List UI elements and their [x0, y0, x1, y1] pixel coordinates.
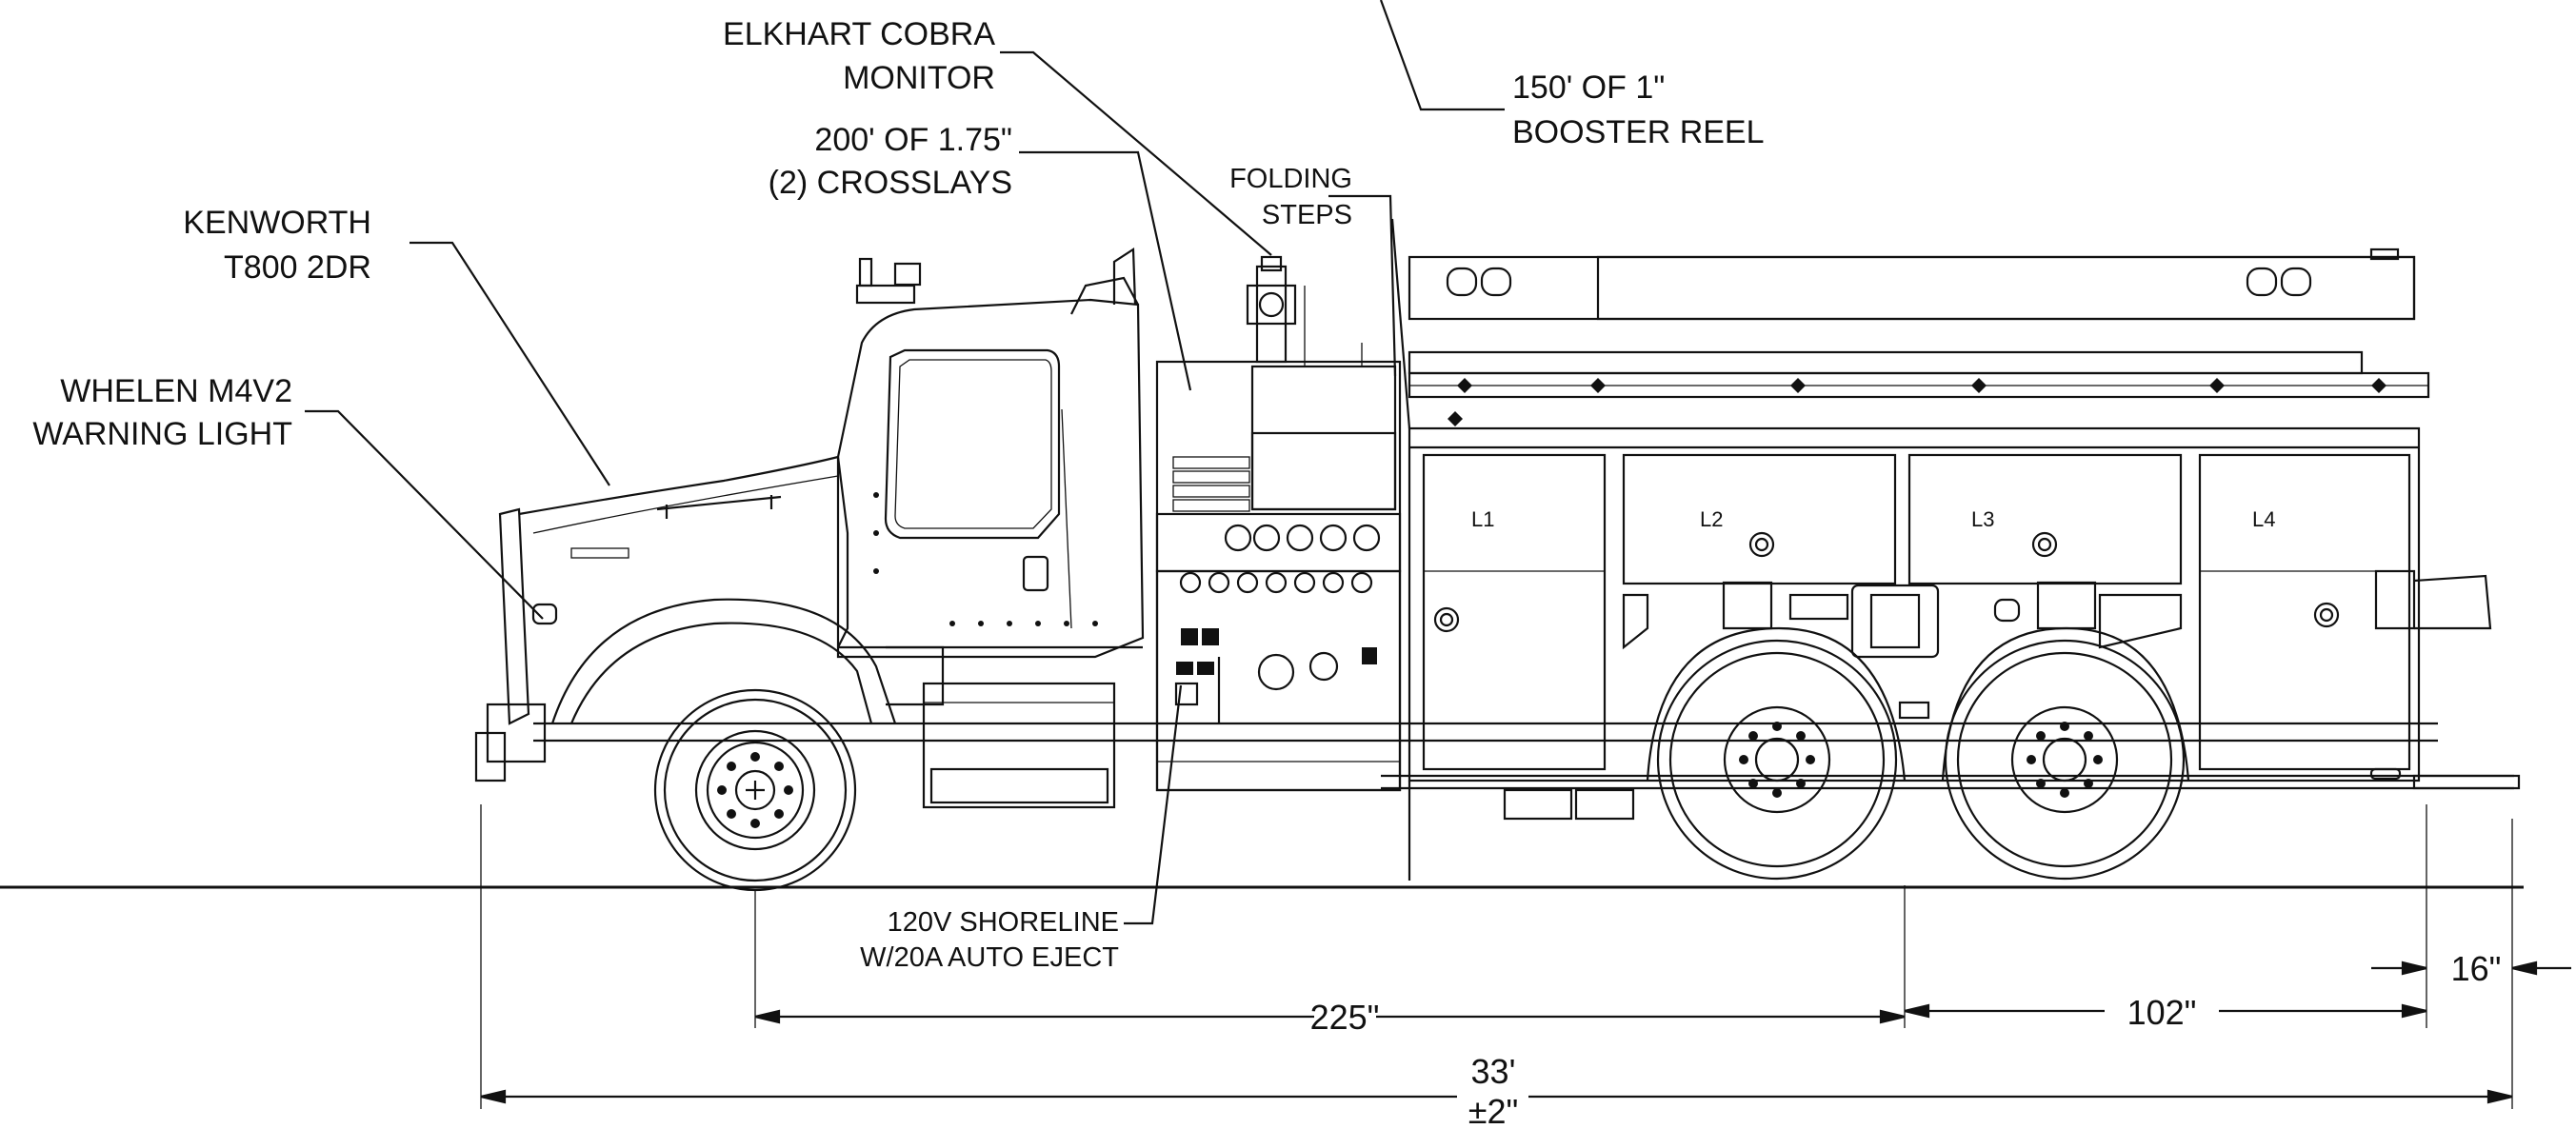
- compartment-l3: [1907, 453, 2183, 585]
- dimension-rear-overhang: 16": [2451, 949, 2502, 988]
- callout-booster-line1: 150' OF 1": [1512, 69, 1665, 106]
- callout-shoreline-line1: 120V SHORELINE: [888, 907, 1119, 938]
- compartment-l2: [1622, 453, 1897, 585]
- compartment-l4: [2198, 453, 2411, 771]
- callout-whelen-line2: WARNING LIGHT: [32, 416, 292, 452]
- rear-wheel-2: [1941, 626, 2190, 881]
- compartment-label-l3: L3: [1971, 507, 1994, 531]
- pump-panel: [1155, 255, 1402, 792]
- callout-steps-line1: FOLDING: [1229, 164, 1352, 194]
- compartment-label-l2: L2: [1700, 507, 1723, 531]
- dimension-rear-axle: 102": [2127, 993, 2197, 1032]
- dimension-wheelbase: 225": [1310, 998, 1380, 1037]
- warning-light: [531, 603, 558, 625]
- dimension-tolerance: ±2": [1468, 1092, 1519, 1129]
- dimension-overall-length: 33': [1471, 1052, 1516, 1091]
- callout-elkhart-line1: ELKHART COBRA: [723, 16, 995, 52]
- callout-kenworth-line1: KENWORTH: [183, 205, 371, 241]
- rear-wheel-1: [1646, 626, 1907, 881]
- apparatus-body: [1390, 218, 2521, 881]
- callout-booster-line2: BOOSTER REEL: [1512, 114, 1765, 150]
- compartment-label-l1: L1: [1471, 507, 1494, 531]
- callout-whelen-line1: WHELEN M4V2: [60, 373, 292, 409]
- cab: [474, 248, 1145, 782]
- compartment-label-l4: L4: [2252, 507, 2275, 531]
- callout-crosslays-line1: 200' OF 1.75": [814, 122, 1012, 158]
- dimension-extension-lines: [480, 804, 2513, 1109]
- dimension-lines: [480, 961, 2571, 1104]
- battery-box: [922, 682, 1116, 809]
- callout-steps-line2: STEPS: [1262, 200, 1352, 230]
- callout-crosslays-line2: (2) CROSSLAYS: [769, 165, 1012, 201]
- front-wheel: [653, 688, 857, 892]
- callout-shoreline-line2: W/20A AUTO EJECT: [860, 942, 1119, 973]
- callout-leaders: [305, 0, 1505, 925]
- callout-kenworth-line2: T800 2DR: [224, 249, 371, 286]
- chassis-frame: [533, 722, 2514, 790]
- callout-elkhart-line2: MONITOR: [843, 60, 995, 96]
- compartment-l1: [1422, 453, 1607, 771]
